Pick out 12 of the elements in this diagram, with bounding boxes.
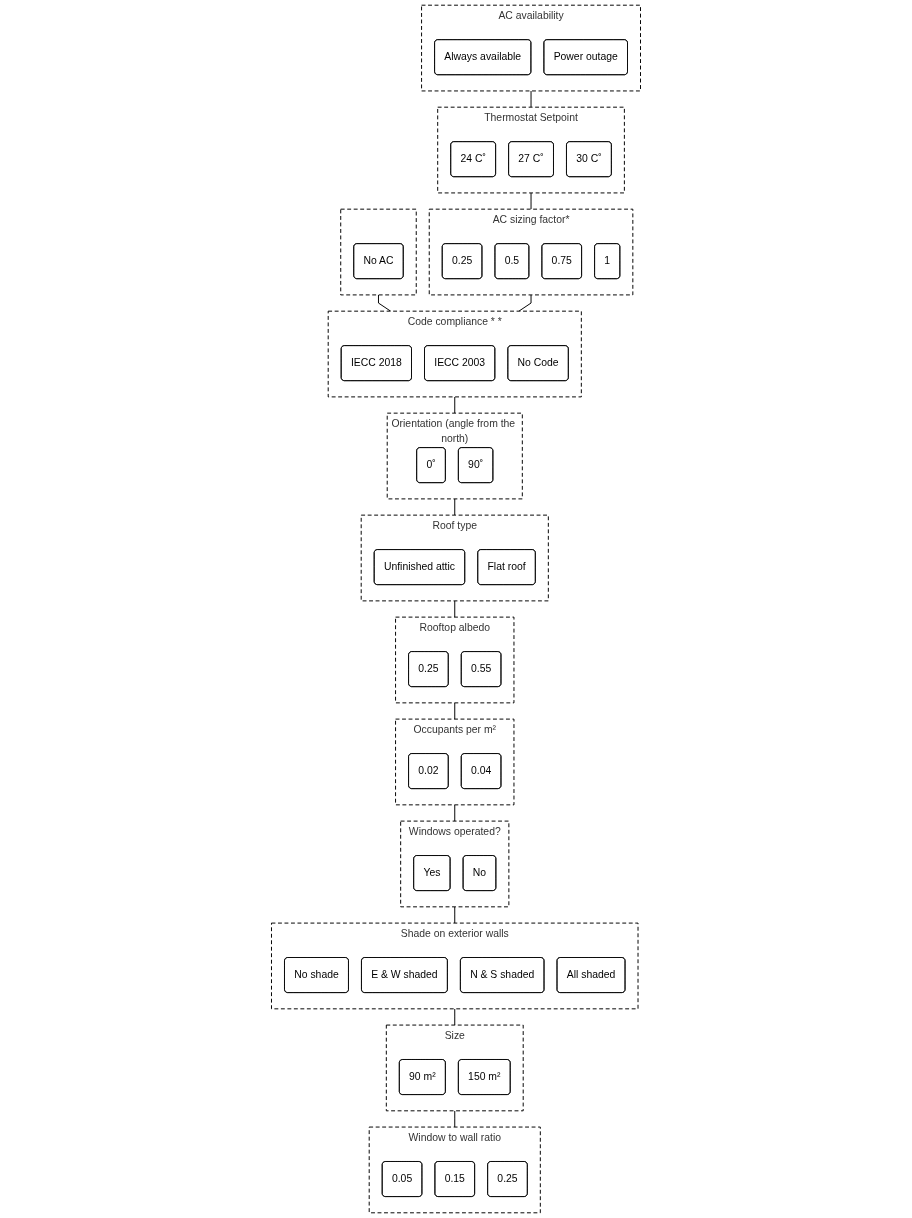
connector <box>454 600 456 618</box>
connector <box>378 294 392 312</box>
connector <box>454 498 456 516</box>
connector <box>530 90 532 108</box>
connector <box>518 294 532 312</box>
connector <box>454 1008 456 1026</box>
connector <box>454 396 456 414</box>
connector <box>454 702 456 720</box>
cluster <box>340 208 417 296</box>
connector <box>454 1110 456 1128</box>
connector <box>530 192 532 210</box>
connector <box>454 906 456 924</box>
